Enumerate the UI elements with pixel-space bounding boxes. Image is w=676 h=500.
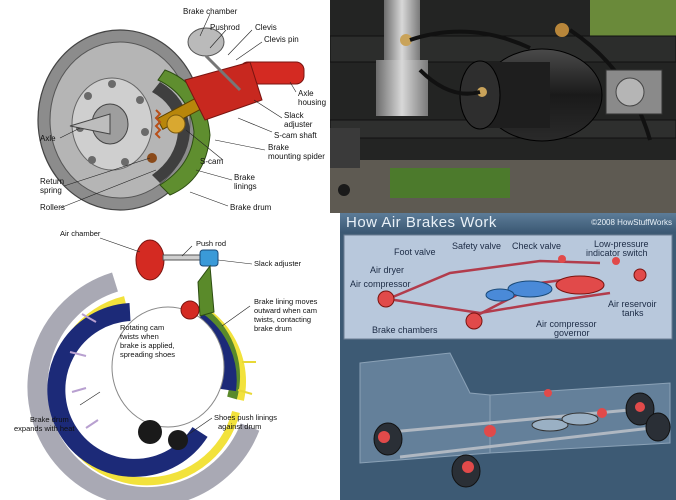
brake-chamber-shape bbox=[187, 27, 225, 57]
drum-brake-operation-panel: Air chamber Push rod Slack adjuster Brak… bbox=[0, 222, 340, 500]
panel-header: How Air Brakes Work ©2008 HowStuffWorks bbox=[340, 213, 676, 233]
label-lining-2: outward when cam bbox=[254, 306, 317, 315]
s-cam-brake-cutaway-panel: Brake chamber Pushrod Clevis Clevis pin … bbox=[0, 0, 330, 222]
chassis-frame bbox=[379, 407, 661, 459]
label-clevis-pin: Clevis pin bbox=[264, 35, 299, 44]
axle-shape bbox=[69, 113, 111, 135]
label-s-cam: S-cam bbox=[200, 157, 223, 166]
air-brake-system-illustration: Foot valve Safety valve Check valve Low-… bbox=[343, 234, 673, 488]
label-governor-1: Air compressor bbox=[536, 319, 597, 329]
label-pushrod: Pushrod bbox=[210, 23, 240, 32]
slack-adjuster-shape bbox=[199, 249, 219, 267]
label-air-compressor: Air compressor bbox=[350, 279, 411, 289]
label-lining-3: twists, contacting bbox=[254, 315, 311, 324]
drum-gray-arc bbox=[27, 272, 260, 500]
cam-shape bbox=[180, 300, 200, 320]
label-drum-1: Brake drum bbox=[30, 415, 69, 424]
label-air-reservoir-1: Air reservoir bbox=[608, 299, 657, 309]
label-check-valve: Check valve bbox=[512, 241, 561, 251]
s-cam-shape bbox=[166, 114, 186, 134]
label-shoes-2: against drum bbox=[218, 422, 261, 431]
label-return-spring-2: spring bbox=[40, 186, 62, 195]
label-foot-valve: Foot valve bbox=[394, 247, 436, 257]
shoe-navy-left bbox=[47, 303, 208, 477]
label-cam-4: spreading shoes bbox=[120, 350, 175, 359]
brake-chamber-1 bbox=[377, 290, 395, 308]
label-brake-drum: Brake drum bbox=[230, 203, 272, 212]
how-air-brakes-work-panel: How Air Brakes Work ©2008 HowStuffWorks … bbox=[340, 213, 676, 500]
label-air-chamber: Air chamber bbox=[60, 229, 101, 238]
tank-red-1 bbox=[555, 275, 605, 295]
label-brake-spider-1: Brake bbox=[268, 143, 289, 152]
label-axle-housing-1: Axle bbox=[298, 89, 314, 98]
label-s-cam-shaft: S-cam shaft bbox=[274, 131, 317, 140]
label-slack-adjuster-1: Slack bbox=[284, 111, 305, 120]
anchor-pin-1 bbox=[138, 420, 162, 444]
tank-blue bbox=[507, 280, 553, 298]
label-return-spring-1: Return bbox=[40, 177, 64, 186]
label-push-rod: Push rod bbox=[196, 239, 226, 248]
label-air-dryer: Air dryer bbox=[370, 265, 404, 275]
undercarriage-photo-illustration bbox=[330, 0, 676, 213]
label-axle-housing-2: housing bbox=[298, 98, 326, 107]
label-lining-1: Brake lining moves bbox=[254, 297, 318, 306]
truck-outline bbox=[359, 352, 671, 464]
drum-brake-illustration: Air chamber Push rod Slack adjuster Brak… bbox=[14, 229, 318, 500]
label-slack-adjuster: Slack adjuster bbox=[254, 259, 302, 268]
schematic-box bbox=[343, 234, 673, 340]
brake-chamber-2 bbox=[465, 312, 483, 330]
copyright-text: ©2008 HowStuffWorks bbox=[591, 218, 672, 227]
label-clevis: Clevis bbox=[255, 23, 277, 32]
label-air-reservoir-2: tanks bbox=[622, 308, 644, 318]
label-brake-chamber: Brake chamber bbox=[183, 7, 238, 16]
truck-undercarriage-photo bbox=[330, 0, 676, 213]
label-slack-adjuster-2: adjuster bbox=[284, 120, 313, 129]
label-axle: Axle bbox=[40, 134, 56, 143]
label-lining-4: brake drum bbox=[254, 324, 292, 333]
label-cam-3: brake is applied, bbox=[120, 341, 175, 350]
label-low-pressure-1: Low-pressure bbox=[594, 239, 649, 249]
label-shoes-1: Shoes push linings bbox=[214, 413, 277, 422]
label-brake-spider-2: mounting spider bbox=[268, 152, 325, 161]
label-brake-linings-1: Brake bbox=[234, 173, 255, 182]
air-chamber-shape bbox=[135, 239, 165, 281]
label-low-pressure-2: indicator switch bbox=[586, 248, 648, 258]
return-spring-shape bbox=[154, 109, 162, 139]
label-governor-2: governor bbox=[554, 328, 590, 338]
s-cam-brake-illustration: Brake chamber Pushrod Clevis Clevis pin … bbox=[37, 7, 326, 212]
panel-title: How Air Brakes Work bbox=[346, 214, 497, 231]
label-safety-valve: Safety valve bbox=[452, 241, 501, 251]
label-cam-2: twists when bbox=[120, 332, 159, 341]
label-brake-chambers: Brake chambers bbox=[372, 325, 438, 335]
label-brake-linings-2: linings bbox=[234, 182, 257, 191]
label-cam-1: Rotating cam bbox=[120, 323, 164, 332]
label-rollers: Rollers bbox=[40, 203, 65, 212]
label-drum-2: expands with heat bbox=[14, 424, 75, 433]
